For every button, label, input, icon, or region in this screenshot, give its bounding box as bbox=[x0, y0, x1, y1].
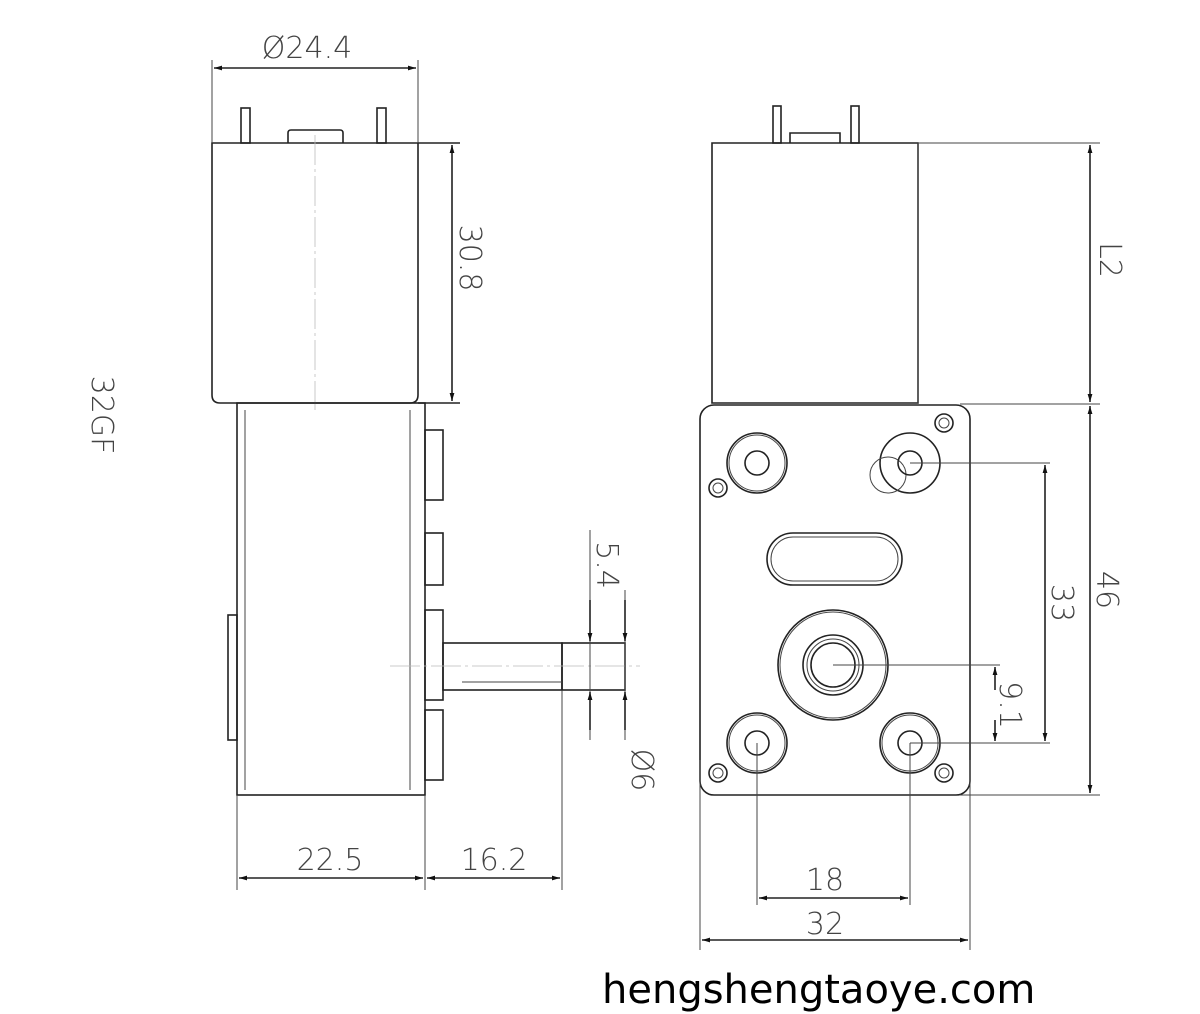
dim-plate-height: 46 bbox=[1089, 571, 1124, 609]
watermark: hengshengtaoye.com bbox=[602, 967, 1035, 1013]
dim-gearbox-depth: 22.5 bbox=[297, 843, 364, 878]
dim-hole-spacing-vertical: 33 bbox=[1044, 584, 1079, 622]
dim-motor-length: 30.8 bbox=[452, 225, 487, 292]
motor-body bbox=[211, 107, 460, 410]
dim-motor-length-side: L2 bbox=[1092, 242, 1127, 278]
output-shaft bbox=[390, 642, 640, 691]
dim-plate-width: 32 bbox=[806, 907, 844, 942]
dim-shaft-offset: 9.1 bbox=[992, 681, 1027, 729]
front-view: L2 33 46 9.1 18 32 bbox=[699, 105, 1127, 950]
dim-shaft-length: 16.2 bbox=[461, 843, 528, 878]
motor-body-front bbox=[711, 105, 919, 404]
dim-motor-diameter: Ø24.4 bbox=[262, 31, 352, 66]
dim-shaft-flat: 5.4 bbox=[589, 541, 624, 589]
dim-hole-spacing-horizontal: 18 bbox=[806, 863, 844, 898]
model-label: 32GF bbox=[84, 376, 119, 455]
side-view: Ø24.4 30.8 5.4 Ø6 22.5 16.2 bbox=[211, 31, 659, 890]
gearbox-body bbox=[227, 402, 444, 796]
dim-shaft-diameter: Ø6 bbox=[624, 749, 659, 792]
